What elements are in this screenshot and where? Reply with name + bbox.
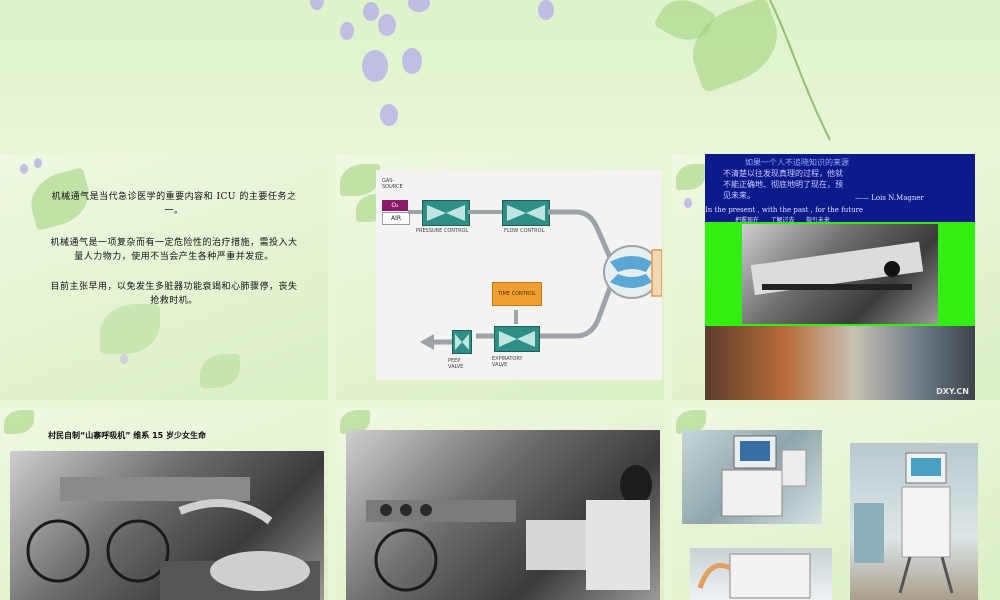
grape-decoration	[310, 0, 324, 10]
flow-control-label: FLOW CONTROL	[504, 228, 545, 234]
village-room-photo	[346, 430, 660, 600]
vine-decoration	[769, 0, 831, 141]
ventilator-diagram: GAS- SOURCE O₂ AIR PRESSURE CONTROL FLOW…	[376, 170, 662, 380]
modern-ventilator-photo-2	[850, 443, 978, 600]
o2-label: O₂	[382, 200, 408, 211]
iron-lung-photo	[742, 224, 938, 324]
slide-thumbnail-3[interactable]: 如果一个人不追晓知识的来源 不清楚以往发现真理的过程，他就 不能正确地、彻底地明…	[672, 154, 1000, 400]
gas-pipe	[468, 210, 502, 214]
quote-line-1: 如果一个人不追晓知识的来源	[745, 158, 849, 167]
slide1-paragraph-3: 目前主张早用，以免发生多脏器功能衰竭和心肺骤停，丧失抢救时机。	[50, 282, 298, 306]
grape-decoration	[362, 50, 388, 82]
quote-bottom: 把握现在 了解过去 指引未来	[735, 217, 830, 224]
grape-decoration	[684, 198, 692, 208]
grape-decoration	[120, 354, 128, 364]
pressure-control-label: PRESSURE CONTROL	[416, 228, 469, 234]
leaf-decoration	[340, 164, 380, 196]
time-control-box: TIME CONTROL	[492, 282, 542, 306]
grape-decoration	[538, 0, 554, 20]
slide-thumbnail-6[interactable]	[672, 408, 1000, 600]
expiratory-valve-label: EXPIRATORY VALVE	[492, 356, 523, 368]
slide-thumbnail-1[interactable]: 机械通气是当代急诊医学的重要内容和 ICU 的主要任务之一。 机械通气是一项复杂…	[0, 154, 328, 400]
ventilator-room-photo: DXY.CN	[705, 326, 975, 400]
grape-decoration	[402, 48, 422, 74]
gas-source-label: GAS- SOURCE	[382, 178, 403, 190]
homemade-ventilator-photo	[10, 451, 324, 600]
watermark-dxy: DXY.CN	[936, 387, 969, 396]
quote-author: —— Lois N.Magner	[855, 194, 924, 202]
peep-valve	[452, 330, 472, 354]
modern-ventilator-photo-1	[682, 430, 822, 524]
leaf-decoration	[4, 410, 34, 434]
slide1-paragraph-2: 机械通气是一项复杂而有一定危险性的治疗措施，需投入大量人力物力，使用不当会产生各…	[50, 238, 298, 262]
quote-english: In the present , with the past , for the…	[705, 206, 864, 214]
quote-panel: 如果一个人不追晓知识的来源 不清楚以往发现真理的过程，他就 不能正确地、彻底地明…	[705, 154, 975, 224]
air-label: AIR	[382, 212, 410, 225]
leaf-decoration	[200, 354, 240, 388]
quote-line-2: 不清楚以往发现真理的过程，他就	[723, 169, 843, 178]
grape-decoration	[363, 2, 379, 21]
leaf-decoration	[100, 304, 160, 354]
expiratory-valve	[494, 326, 540, 352]
grape-decoration	[380, 104, 398, 126]
grape-decoration	[34, 158, 42, 168]
top-banner	[0, 0, 1000, 152]
leaf-decoration	[676, 164, 706, 190]
slide4-caption: 村民自制“山寨呼吸机” 维系 15 岁少女生命	[48, 431, 207, 440]
grape-decoration	[20, 164, 28, 174]
modern-ventilator-photo-3	[690, 548, 832, 600]
grape-decoration	[340, 22, 354, 40]
grape-decoration	[378, 14, 396, 36]
slide1-paragraph-1: 机械通气是当代急诊医学的重要内容和 ICU 的主要任务之一。	[51, 192, 297, 216]
peep-valve-label: PEEP VALVE	[448, 358, 464, 370]
quote-line-3: 不能正确地、彻底地明了现在，预	[723, 180, 843, 189]
circuit-tubing	[420, 209, 662, 350]
gas-pipe	[408, 210, 422, 214]
grape-decoration	[408, 0, 430, 12]
slide-thumbnail-5[interactable]	[336, 408, 664, 600]
quote-line-4: 见未来。	[723, 191, 755, 200]
slide-thumbnail-4[interactable]: 村民自制“山寨呼吸机” 维系 15 岁少女生命	[0, 408, 328, 600]
